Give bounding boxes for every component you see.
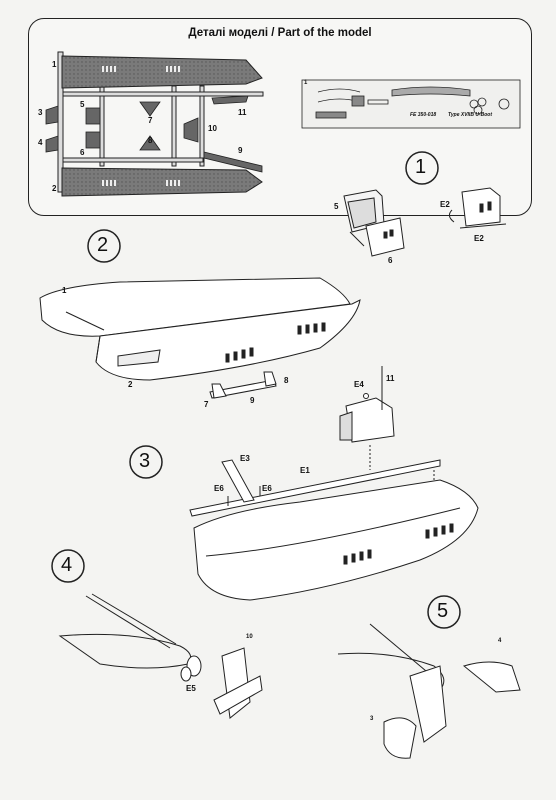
- step-1-label-5: 5: [334, 202, 339, 211]
- step-3-tower: [339, 366, 395, 443]
- step-2-label-2: 2: [128, 380, 133, 389]
- step-3-circle: [129, 445, 163, 479]
- fret-code: FE 350-018: [410, 112, 437, 118]
- sprue-label-10: 10: [208, 124, 217, 133]
- step-4-stern: [58, 593, 263, 719]
- step-5-number: 5: [437, 600, 449, 622]
- step-4-number: 4: [61, 554, 73, 576]
- step-3-deck: [189, 445, 441, 517]
- step-2-stand: [209, 371, 277, 399]
- step-1-label-6: 6: [388, 256, 393, 265]
- sprue-label-7: 7: [148, 116, 153, 125]
- sprue-label-5: 5: [80, 100, 85, 109]
- step-2-label-7: 7: [204, 400, 209, 409]
- step-4-label-10: 10: [246, 634, 253, 640]
- step-2-hull: [39, 277, 361, 381]
- sprue-part-2: [61, 167, 263, 197]
- sprue-part-1: [61, 55, 263, 89]
- step-4-label-e5: E5: [186, 684, 196, 693]
- step-2-label-8: 8: [284, 376, 289, 385]
- sprue-small-parts: [45, 95, 263, 173]
- step-3-label-e4: E4: [354, 380, 364, 389]
- sprue-label-11: 11: [238, 108, 247, 117]
- step-3-label-e1: E1: [300, 466, 310, 475]
- page-title: Деталі моделі / Part of the model: [188, 27, 372, 39]
- step-1-label-e2a: E2: [440, 200, 450, 209]
- sprue-label-3: 3: [38, 108, 43, 117]
- step-4-circle: [51, 549, 85, 583]
- sprue-frame: [57, 51, 264, 193]
- step-3-label-e6a: E6: [214, 484, 224, 493]
- step-2-number: 2: [97, 234, 109, 256]
- step-3-label-11: 11: [386, 374, 395, 383]
- fret-model: Type XVIIB U-Boot: [448, 112, 492, 118]
- step-3-label-e6b: E6: [262, 484, 272, 493]
- step-1-parts: [343, 187, 507, 257]
- sprue-label-2: 2: [52, 184, 57, 193]
- step-5-label-4: 4: [498, 638, 502, 644]
- step-1-circle: [405, 151, 439, 185]
- step-1-number: 1: [415, 156, 427, 178]
- step-1-label-e2b: E2: [474, 234, 484, 243]
- step-2-label-9: 9: [250, 396, 255, 405]
- sprue-label-8: 8: [148, 136, 153, 145]
- sprue-label-6: 6: [80, 148, 85, 157]
- step-3-label-e3: E3: [240, 454, 250, 463]
- step-5-stern: [337, 623, 521, 759]
- sprue-label-1: 1: [52, 60, 57, 69]
- step-2-circle: [87, 229, 121, 263]
- step-2-label-1: 1: [62, 286, 67, 295]
- photo-etch-fret: [301, 79, 521, 129]
- step-3-number: 3: [139, 450, 151, 472]
- sprue-label-4: 4: [38, 138, 43, 147]
- sprue-label-9: 9: [238, 146, 243, 155]
- step-3-hull: [193, 479, 479, 601]
- step-5-label-3: 3: [370, 716, 374, 722]
- fret-number: 1: [304, 80, 308, 86]
- step-5-circle: [427, 595, 461, 629]
